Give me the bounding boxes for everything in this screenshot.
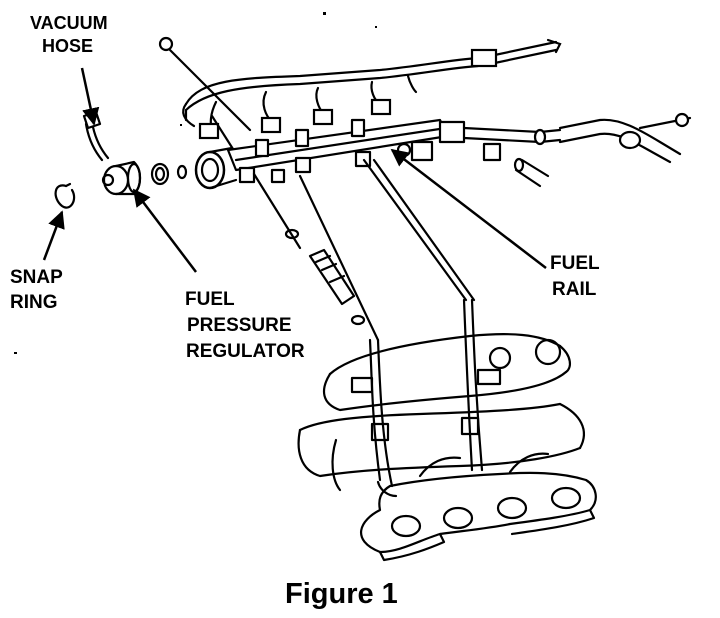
fuel-rail-label-line-1: FUEL bbox=[550, 253, 600, 274]
intake-manifold bbox=[297, 158, 597, 562]
fuel-pressure-regulator-label: FUEL PRESSURE REGULATOR bbox=[185, 290, 305, 361]
vacuum-hose-arrow bbox=[80, 67, 100, 126]
snap-ring-label-line-2: RING bbox=[10, 292, 58, 313]
fuel-pressure-regulator-label-line-3: REGULATOR bbox=[186, 341, 305, 362]
wiring-harness bbox=[182, 38, 562, 162]
fuel-pressure-regulator-label-line-2: PRESSURE bbox=[187, 315, 292, 336]
snap-ring-label: SNAP RING bbox=[10, 268, 63, 312]
fuel-rail-label-line-2: RAIL bbox=[552, 279, 597, 300]
fuel-rail-label: FUEL RAIL bbox=[550, 254, 600, 299]
speck-marks bbox=[14, 12, 377, 354]
snap-ring-arrow bbox=[42, 210, 65, 261]
fuel-rail-arrow bbox=[390, 148, 547, 269]
fuel-rail bbox=[158, 36, 692, 190]
vacuum-hose-label-line-1: VACUUM bbox=[30, 13, 108, 33]
vacuum-hose-label-line-2: HOSE bbox=[42, 36, 94, 56]
fuel-injector bbox=[252, 172, 380, 342]
fuel-pressure-regulator-label-line-1: FUEL bbox=[185, 289, 235, 310]
vacuum-hose-label: VACUUM HOSE bbox=[30, 14, 108, 55]
figure-caption: Figure 1 bbox=[285, 578, 398, 610]
leader-arrows bbox=[42, 67, 547, 273]
regulator-parts bbox=[54, 110, 188, 209]
regulator-arrow bbox=[132, 188, 197, 273]
snap-ring-label-line-1: SNAP bbox=[10, 267, 63, 288]
